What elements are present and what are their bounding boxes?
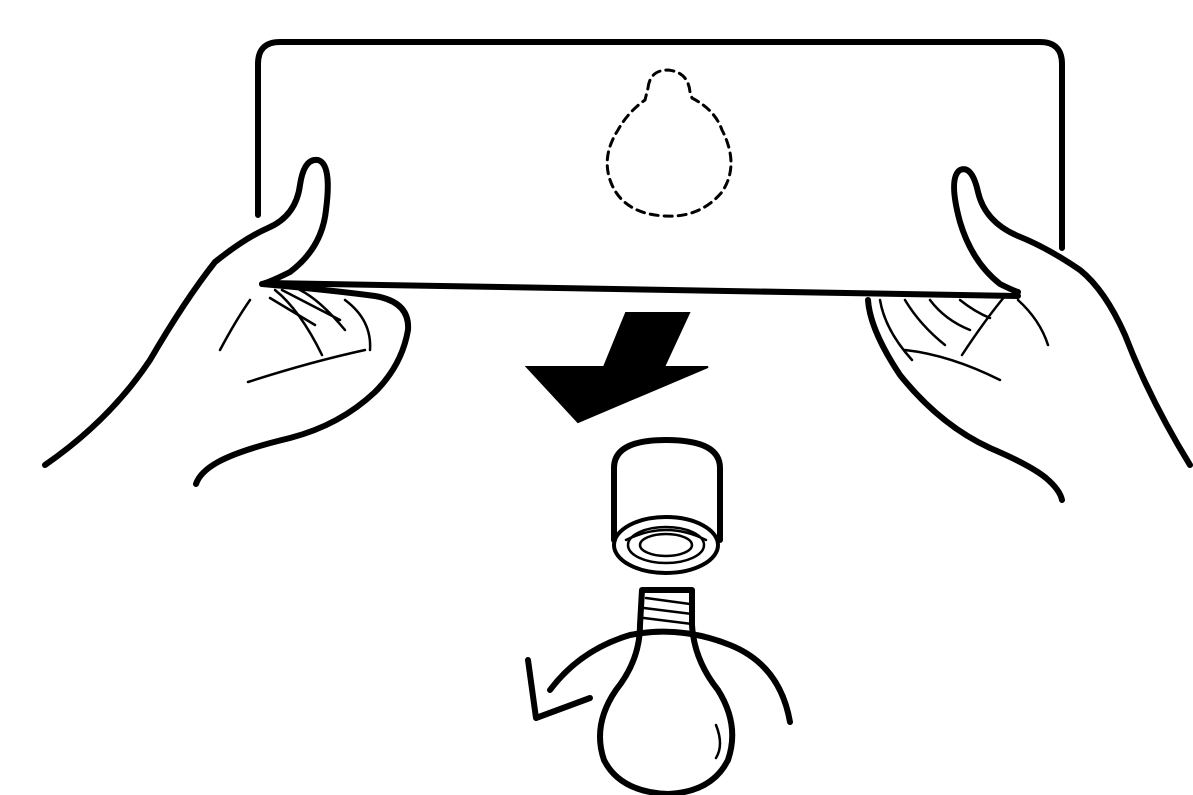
light-bulb [600,590,732,794]
counterclockwise-arrow-icon [528,632,790,722]
down-arrow-icon [527,313,708,422]
lamp-cover-panel [258,42,1062,296]
left-hand [45,160,408,484]
dashed-bulb-outline [607,70,731,216]
right-hand [868,169,1190,500]
bulb-socket [614,440,720,573]
